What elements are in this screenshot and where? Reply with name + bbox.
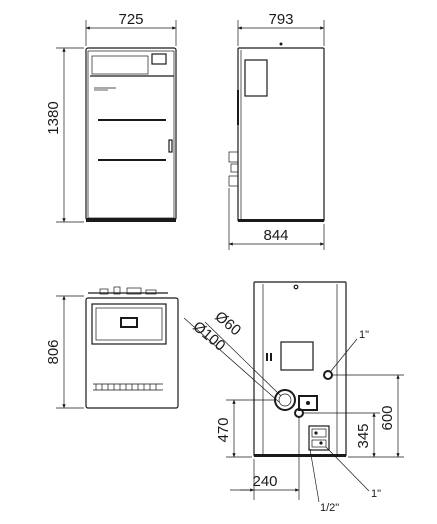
total-depth-dimension: 844 xyxy=(228,188,325,250)
drain-assembly xyxy=(308,425,330,451)
offset-width-label: 240 xyxy=(252,473,277,490)
connection-height-high-dimension: 600 xyxy=(332,374,404,458)
side-view xyxy=(228,42,325,222)
connection-height-low-label: 345 xyxy=(355,423,372,448)
top-depth-dimension: 806 xyxy=(45,295,84,409)
side-depth-dimension: 793 xyxy=(237,11,325,46)
side-depth-label: 793 xyxy=(268,11,293,28)
connection-height-low-dimension: 345 xyxy=(303,412,380,458)
offset-width-dimension: 240 xyxy=(230,417,300,500)
connection-leaders: 1" 1" 1/2" xyxy=(309,329,381,514)
top-hopper-handle xyxy=(120,317,138,328)
drain-connection-label: 1/2" xyxy=(320,502,339,514)
front-width-label: 725 xyxy=(118,11,143,28)
control-panel-display xyxy=(151,53,167,65)
connection-height-high-label: 600 xyxy=(379,405,396,430)
front-view xyxy=(85,47,177,222)
side-inspection-window xyxy=(244,59,268,97)
inlet-height-dimension: 470 xyxy=(215,399,275,458)
overall-height-label: 1380 xyxy=(45,101,62,134)
rear-vent-marks xyxy=(266,353,272,361)
top-depth-label: 806 xyxy=(45,339,62,364)
front-width-dimension: 725 xyxy=(85,11,177,46)
total-depth-label: 844 xyxy=(263,227,288,244)
rear-access-panel xyxy=(280,341,314,371)
top-view xyxy=(85,286,179,409)
overall-height-dimension: 1380 xyxy=(45,47,84,223)
lower-connection-label: 1" xyxy=(371,488,381,500)
inlet-height-label: 470 xyxy=(215,417,232,442)
upper-connection-port xyxy=(323,370,333,380)
upper-connection-label: 1" xyxy=(359,329,369,341)
rear-electrical-box xyxy=(298,395,318,411)
